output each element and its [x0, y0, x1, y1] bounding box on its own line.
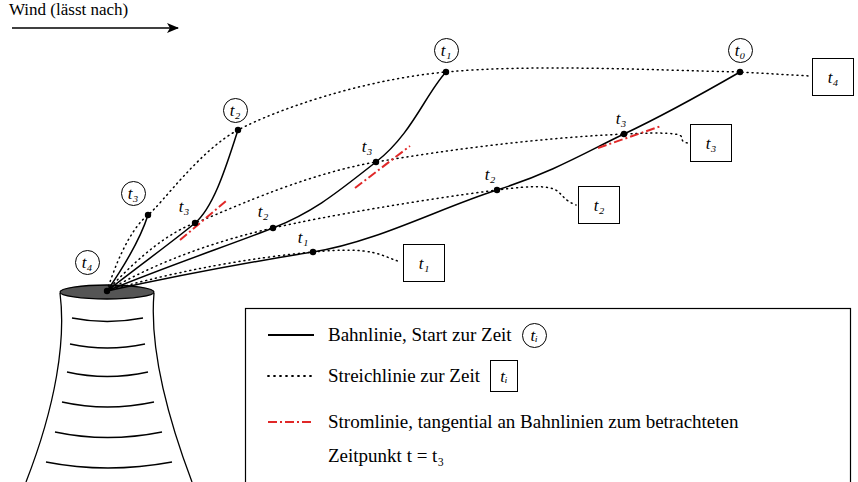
legend-frame	[246, 309, 851, 482]
legend-sample-dashdot	[268, 421, 314, 423]
time-label: t₃	[706, 135, 717, 152]
streaklines	[107, 68, 810, 291]
time-circle: t₁	[434, 38, 459, 63]
time-label: t₂	[230, 102, 241, 119]
time-circle: t₃	[121, 181, 146, 206]
time-label: t₁	[441, 42, 452, 59]
pathlines	[107, 72, 740, 291]
time-label: tᵢ	[530, 327, 537, 344]
legend-sample-solid	[268, 334, 314, 336]
time-circle: t₀	[728, 38, 753, 63]
time-box: t₄	[812, 58, 854, 96]
time-circle: t₂	[223, 98, 248, 123]
time-box: tᵢ	[490, 360, 518, 392]
wind-arrow	[12, 27, 178, 28]
time-label: t₁	[297, 229, 310, 248]
legend-sample-dotted	[268, 375, 314, 377]
time-label: t₁	[419, 255, 430, 272]
legend-text: Streichlinie zur Zeit	[328, 363, 480, 389]
time-circle: t₄	[75, 250, 100, 275]
time-label: t₃	[615, 110, 628, 129]
time-label: t₄	[82, 254, 93, 271]
time-label: t₀	[735, 42, 746, 59]
time-label: t₃	[128, 185, 139, 202]
time-label: tᵢ	[500, 368, 507, 385]
time-label: t₂	[257, 203, 270, 222]
streamlines	[180, 126, 661, 240]
particle-dots	[104, 69, 743, 294]
time-label: t₄	[828, 69, 839, 86]
time-label: t₂	[484, 166, 497, 185]
time-box: t₁	[403, 244, 445, 282]
time-label: t₃	[361, 138, 374, 157]
time-box: t₂	[578, 186, 620, 224]
legend-text: Bahnlinie, Start zur Zeit	[328, 322, 512, 348]
time-label: t₃	[178, 198, 191, 217]
time-circle: tᵢ	[522, 323, 547, 348]
legend-text: Stromlinie, tangential an Bahnlinien zum…	[328, 405, 748, 473]
cooling-tower	[26, 285, 192, 482]
time-label: t₂	[594, 197, 605, 214]
wind-label: Wind (lässt nach)	[8, 1, 129, 20]
time-box: t₃	[690, 124, 732, 162]
